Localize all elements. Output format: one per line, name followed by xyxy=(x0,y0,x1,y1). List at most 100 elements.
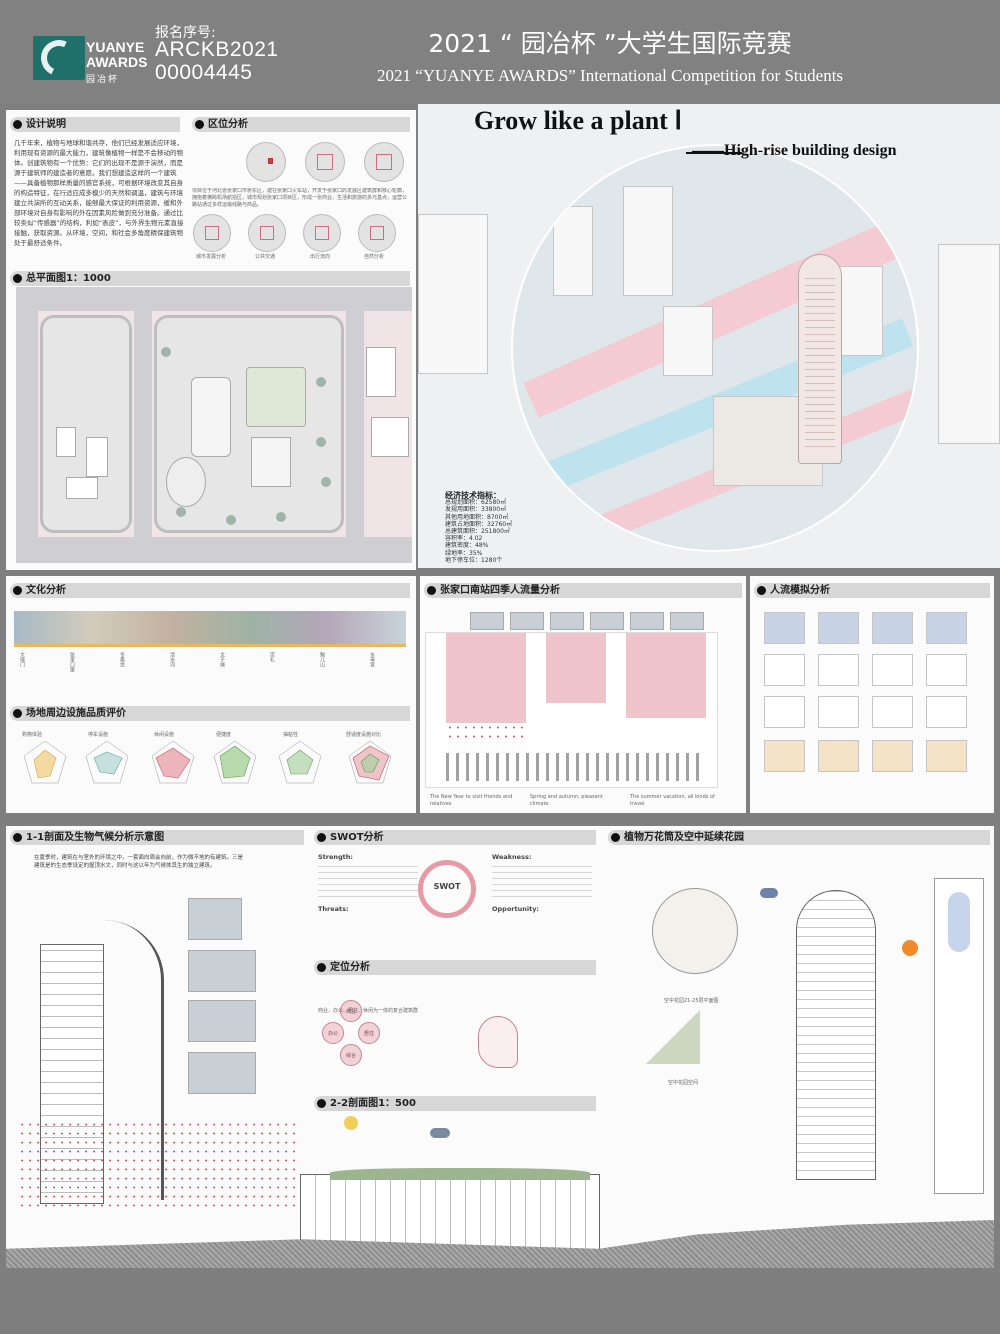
section11-photo xyxy=(188,1000,256,1042)
section-title-swot: SWOT分析 xyxy=(314,830,596,845)
kaleidoscope-caption: 空中花园21-25层平面图 xyxy=(664,998,719,1004)
positioning-node: 商业 xyxy=(340,1000,362,1022)
section-title-site-plan: 总平面图1：1000 xyxy=(10,271,410,286)
location-map-province xyxy=(305,142,345,182)
station-flow-chart xyxy=(425,632,718,788)
registration-number: ARCKB2021 00004445 xyxy=(155,38,279,84)
kaleidoscope-caption: 空中花园空间 xyxy=(668,1080,699,1086)
location-map-3 xyxy=(303,214,341,252)
section-title-positioning: 定位分析 xyxy=(314,960,596,975)
location-map-china xyxy=(246,142,286,182)
site-plan-drawing xyxy=(16,287,412,563)
station-photo xyxy=(590,612,624,630)
registration-number-line2: 00004445 xyxy=(155,61,253,84)
culture-label: 赐儿山 xyxy=(319,652,325,667)
section-title-kaleidoscope: 植物万花筒及空中延续花园 xyxy=(608,830,990,845)
cloud-icon-blue xyxy=(760,888,778,898)
logo-cn: 园冶杯 xyxy=(86,75,120,85)
swot-text-lines xyxy=(492,866,592,902)
econ-line: 地下停车位：1280个 xyxy=(445,556,503,564)
location-map-4 xyxy=(358,214,396,252)
facility-label: 购物体验 xyxy=(22,732,43,738)
econ-line: 其他用地面积：8700㎡ xyxy=(445,513,509,521)
section-title-facilities: 场地周边设施品质评价 xyxy=(10,706,410,721)
facility-label: 停车设施 xyxy=(88,732,109,738)
econ-title: 经济技术指标： xyxy=(445,491,501,500)
registration-label: 报名序号: xyxy=(155,25,216,41)
section11-photo xyxy=(188,898,242,940)
section-title-crowd: 人流模拟分析 xyxy=(754,583,990,598)
econ-line: 总规划面积：62580㎡ xyxy=(445,499,507,507)
section11-curve xyxy=(104,920,164,1200)
swot-center-label: SWOT xyxy=(433,882,461,891)
hero-subtitle: ——High-rise building design xyxy=(692,142,897,159)
section22-roof xyxy=(330,1168,590,1180)
facility-label: 便捷度 xyxy=(216,732,232,738)
sun-icon-orange xyxy=(902,940,918,956)
radar-chart-3 xyxy=(151,740,195,784)
culture-photo-strip xyxy=(14,611,406,647)
section-title-location: 区位分析 xyxy=(192,117,410,132)
section11-photo xyxy=(188,1052,256,1094)
competition-title-en: 2021 “YUANYE AWARDS” International Compe… xyxy=(376,66,844,85)
section-title-section11: 1-1剖面及生物气候分析示意图 xyxy=(10,830,304,845)
hero-divider xyxy=(686,152,742,154)
culture-label: 冬奥会 xyxy=(119,652,125,667)
garden-plan-circle xyxy=(652,888,738,974)
logo-text: YUANYE AWARDS xyxy=(86,39,148,70)
section11-photo xyxy=(188,950,256,992)
swot-text-lines xyxy=(318,866,418,902)
swot-strength: Strength: xyxy=(318,853,354,861)
location-map-2 xyxy=(248,214,286,252)
econ-line: 绿地率：35% xyxy=(445,549,483,557)
culture-label: 崇礼 xyxy=(269,652,275,662)
culture-label: 水母宫 xyxy=(369,652,375,667)
econ-line: 建筑密度：48% xyxy=(445,542,489,550)
garden-triangle xyxy=(646,1010,700,1064)
location-label-1: 城市发展分析 xyxy=(196,254,227,260)
registration-number-line1: ARCKB2021 xyxy=(155,38,279,61)
facility-label: 休闲设施 xyxy=(154,732,175,738)
culture-label: 清水河 xyxy=(169,652,175,667)
kaleidoscope-tower xyxy=(796,890,876,1180)
econ-line: 容积率：4.02 xyxy=(445,535,483,543)
econ-line: 总建筑面积：251800㎡ xyxy=(445,528,510,536)
design-description-text: 几千年来，植物与地球和谐共存，他们已经发展适应环境，利用现有资源的最大能力，建筑… xyxy=(14,139,184,247)
positioning-node: 综合 xyxy=(340,1044,362,1066)
culture-label: 大境门 xyxy=(19,652,25,667)
blue-bubble xyxy=(948,892,970,952)
section11-dots xyxy=(18,1120,298,1210)
econ-line: 建筑占地面积：32760㎡ xyxy=(445,520,513,528)
yuanye-logo-icon xyxy=(33,36,85,80)
swot-weakness: Weakness: xyxy=(492,853,532,861)
crowd-grid xyxy=(764,612,984,782)
location-label-3: 出行流向 xyxy=(310,254,331,260)
competition-title-cn: 2021 “ 园冶杯 ”大学生国际竞赛 xyxy=(428,29,792,58)
cloud-icon xyxy=(430,1128,450,1138)
location-label-4: 自然分析 xyxy=(364,254,385,260)
section-title-design-notes: 设计说明 xyxy=(10,117,180,132)
header-bar: YUANYE AWARDS 园冶杯 报名序号: ARCKB2021 000044… xyxy=(0,0,1000,104)
radar-chart-4 xyxy=(213,740,257,784)
hero-circle-view xyxy=(511,144,919,552)
section-title-section22: 2-2剖面图1：500 xyxy=(314,1096,596,1111)
location-map-city xyxy=(364,142,404,182)
station-photo xyxy=(550,612,584,630)
culture-label: 太子城 xyxy=(219,652,225,667)
facility-label: 抽粘性 xyxy=(283,732,299,738)
station-caption: Spring and autumn, pleasant climate xyxy=(530,794,603,807)
tower-building xyxy=(798,254,842,464)
facility-label: 舒适度设施对比 xyxy=(346,732,382,738)
radar-chart-2 xyxy=(85,740,129,784)
positioning-node: 办公 xyxy=(322,1022,344,1044)
head-diagram xyxy=(478,1016,518,1068)
station-caption: The New Year to visit friends and relati… xyxy=(430,794,513,807)
radar-chart-5 xyxy=(278,740,322,784)
econ-line: 发规用面积：33800㎡ xyxy=(445,506,507,514)
sun-icon xyxy=(344,1116,358,1130)
station-caption: The summer vacation, all kinds of travel xyxy=(630,794,715,807)
culture-labels: 大境门 张家口堡 冬奥会 清水河 太子城 崇礼 赐儿山 水母宫 xyxy=(16,652,408,692)
swot-ring xyxy=(418,860,476,918)
section-title-culture: 文化分析 xyxy=(10,583,410,598)
radar-chart-6 xyxy=(348,740,392,784)
